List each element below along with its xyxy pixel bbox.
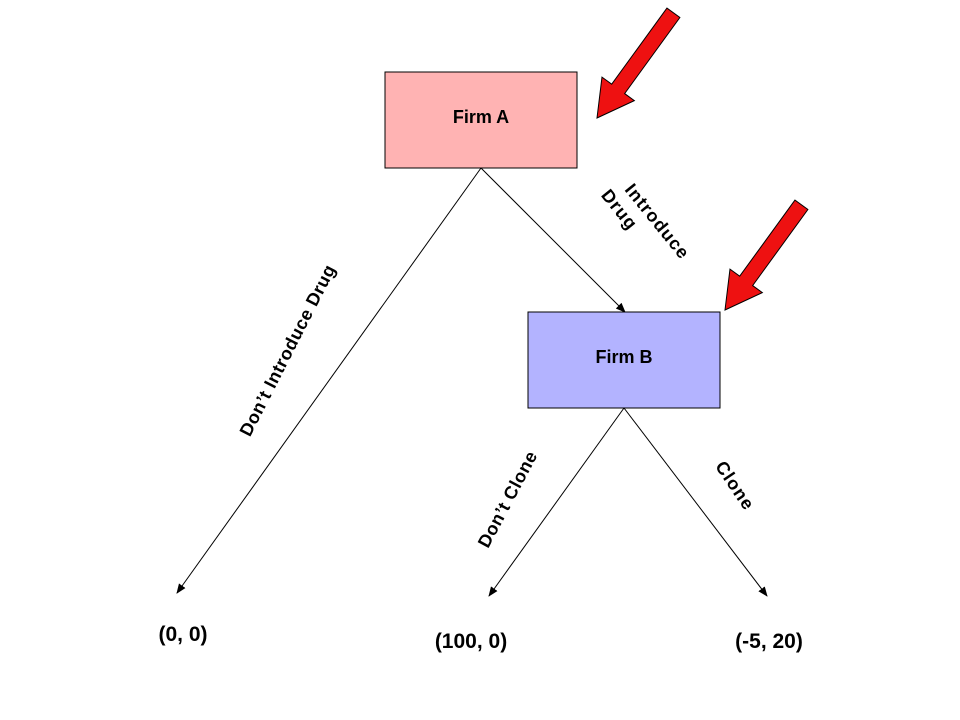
- payoff-cloned: (-5, 20): [735, 630, 803, 653]
- edge-dont-introduce-drug: [176, 167, 482, 594]
- payoff-no-entry: (0, 0): [158, 623, 207, 646]
- firm-b-label: Firm B: [595, 347, 652, 367]
- edge-clone: [623, 407, 768, 597]
- label-introduce-drug: Introduce Drug: [597, 180, 694, 263]
- label-clone: Clone: [711, 457, 758, 514]
- payoff-monopoly: (100, 0): [435, 630, 507, 653]
- firm-a-box: [384, 71, 578, 169]
- node-firm-a: Firm A: [384, 71, 578, 169]
- firm-b-box: [527, 311, 721, 409]
- firm-a-label: Firm A: [453, 107, 509, 127]
- red-arrow-shape-b: [724, 199, 809, 311]
- edge-dont-clone: [488, 407, 625, 597]
- red-pointer-arrow-firm-b: [724, 199, 809, 311]
- edge-introduce-drug: [480, 167, 626, 313]
- red-arrow-shape-a: [596, 7, 681, 119]
- label-dont-introduce-drug: Don’t Introduce Drug: [236, 261, 340, 439]
- label-dont-clone: Don’t Clone: [474, 447, 542, 550]
- node-firm-b: Firm B: [527, 311, 721, 409]
- red-pointer-arrow-firm-a: [596, 7, 681, 119]
